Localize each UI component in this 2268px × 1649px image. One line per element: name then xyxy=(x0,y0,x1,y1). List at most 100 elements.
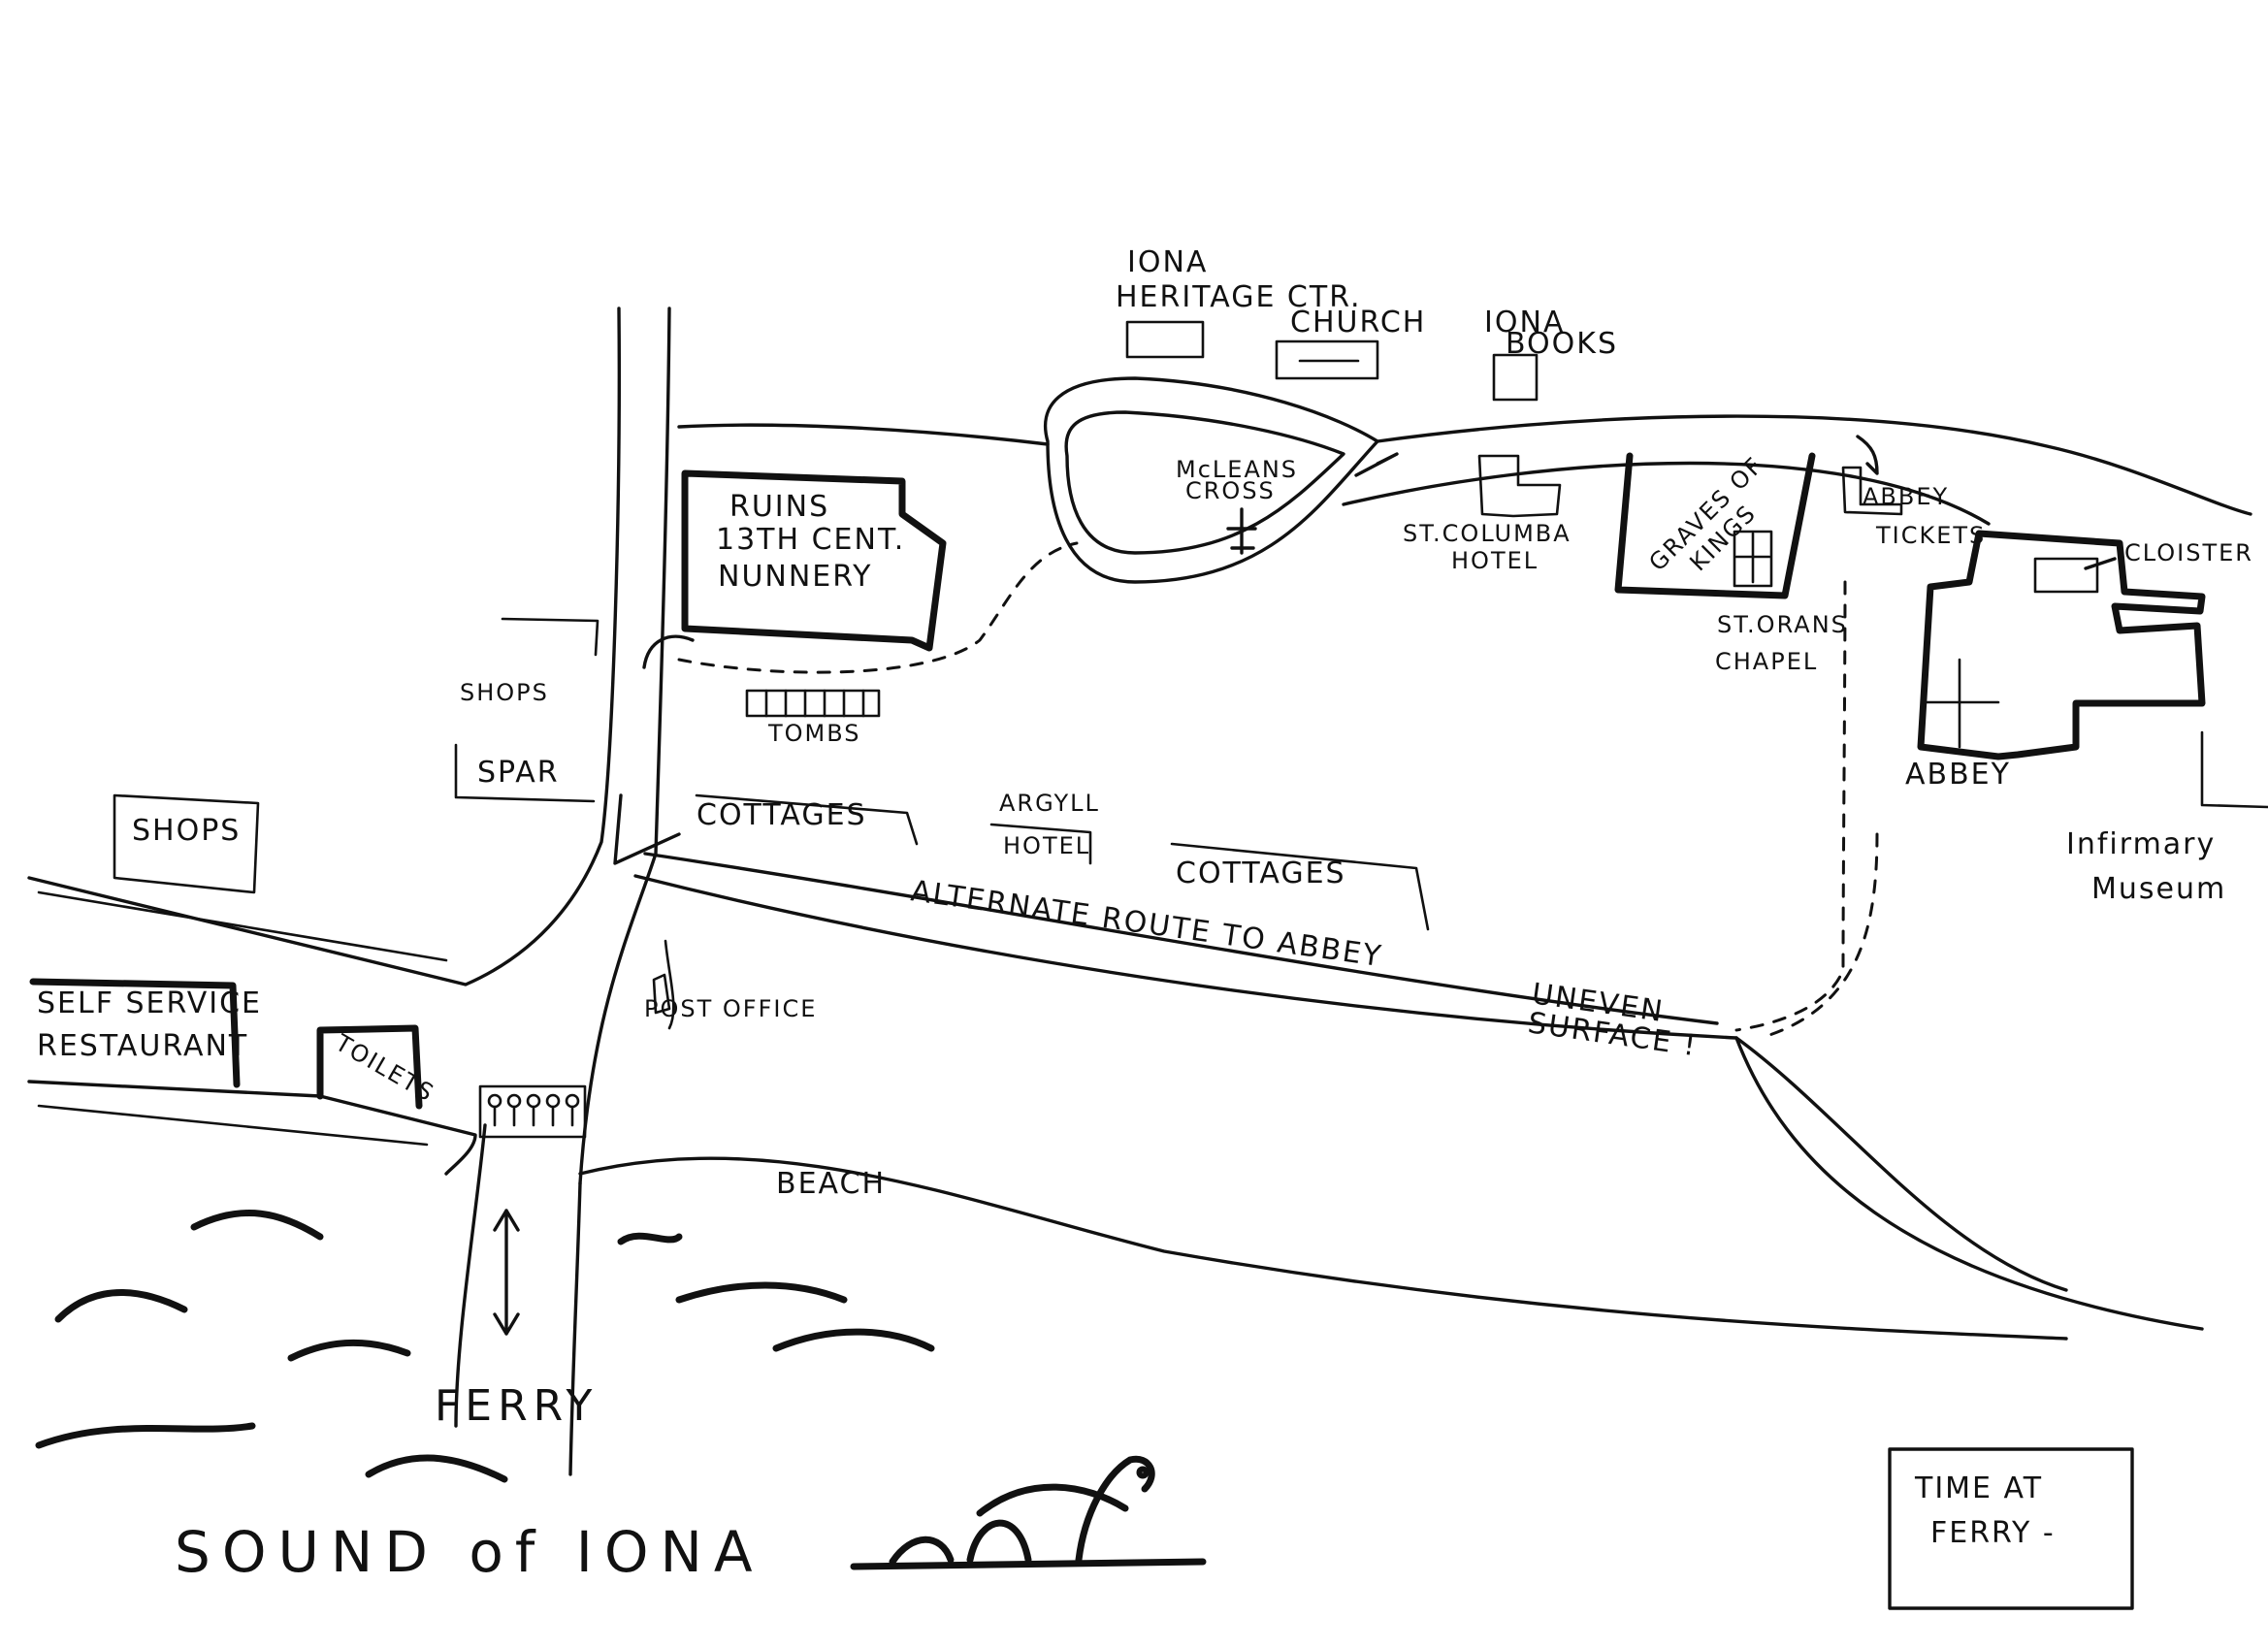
label-chapel-2: CHAPEL xyxy=(1715,648,1818,675)
nunnery-ruins xyxy=(681,469,947,652)
label-sound-of-iona: SOUND of IONA xyxy=(175,1519,764,1585)
wave-icon xyxy=(617,1232,683,1245)
cottages-east xyxy=(1170,842,1430,931)
wave-icon xyxy=(675,1281,848,1304)
wave-icon xyxy=(365,1454,508,1483)
label-cottages-1: COTTAGES xyxy=(697,798,867,832)
abbey-route-dashed-a xyxy=(1734,580,1847,1032)
label-tickets-2: TICKETS xyxy=(1875,522,1986,549)
church-building xyxy=(1275,340,1379,380)
label-restaurant-2: RESTAURANT xyxy=(37,1029,248,1063)
roundabout-outer xyxy=(1043,376,1379,584)
spar-building xyxy=(454,743,596,803)
label-nunnery-2: 13TH CENT. xyxy=(716,523,905,557)
label-abbey: ABBEY xyxy=(1905,758,2011,792)
label-cottages-2: COTTAGES xyxy=(1176,857,1346,890)
label-museum-1: Infirmary xyxy=(2066,827,2216,861)
label-argyll-1: ARGYLL xyxy=(999,790,1100,817)
abbey-route-dashed-b xyxy=(1759,832,1879,1040)
label-time-1: TIME AT xyxy=(1914,1471,2043,1505)
label-columba-2: HOTEL xyxy=(1451,547,1539,574)
jetty-east xyxy=(568,1181,582,1476)
wave-icon xyxy=(54,1289,188,1323)
label-tombs: TOMBS xyxy=(767,720,861,747)
st-orans-chapel-building xyxy=(1733,530,1773,588)
label-time-2: FERRY - xyxy=(1930,1516,2056,1550)
arrow-icon-roundabout xyxy=(1354,452,1399,477)
sea-monster-icon xyxy=(850,1455,1207,1570)
wave-icon xyxy=(287,1339,411,1362)
cottages-west xyxy=(695,793,919,846)
alt-route-north-edge xyxy=(643,852,1719,1025)
roundabout-inner xyxy=(1064,410,1345,555)
label-cross-1: McLEANS xyxy=(1176,456,1298,483)
label-spar: SPAR xyxy=(477,756,560,790)
post-office-path xyxy=(664,939,675,1030)
label-nunnery-3: NUNNERY xyxy=(718,560,873,594)
cloister-building xyxy=(2033,557,2099,594)
shops-building xyxy=(113,793,260,894)
roads xyxy=(27,307,2252,1476)
mcleans-cross-icon xyxy=(1226,507,1257,555)
post-office-building xyxy=(652,973,671,1015)
arrow-icon-junction xyxy=(613,793,681,865)
label-church: CHURCH xyxy=(1290,306,1426,340)
label-columba-1: ST.COLUMBA xyxy=(1403,520,1571,547)
books-building xyxy=(1492,353,1539,402)
jetty-west xyxy=(454,1123,487,1428)
label-post-office: POST OFFICE xyxy=(644,995,817,1022)
ferry-queue-box xyxy=(478,1084,587,1139)
labels: IONA HERITAGE CTR. CHURCH IONA BOOKS RUI… xyxy=(37,245,2253,1585)
label-heritage-1: IONA xyxy=(1127,245,1208,279)
arrow-icon xyxy=(642,634,695,669)
road-edge-west xyxy=(27,307,621,986)
walking-route-dashed xyxy=(677,541,1079,674)
label-shops-small: SHOPS xyxy=(460,679,549,706)
wave-icon xyxy=(976,1483,1129,1517)
label-toilets: TOILETS xyxy=(330,1028,439,1107)
restaurant-building xyxy=(29,978,241,1088)
buildings xyxy=(29,320,2268,1139)
arrow-icon-cloister xyxy=(2084,557,2117,570)
shops-hatch-line xyxy=(37,890,448,962)
queue-people-icon xyxy=(487,1093,580,1127)
label-beach: BEACH xyxy=(776,1167,886,1201)
tombs-dividers xyxy=(764,689,865,718)
label-restaurant-1: SELF SERVICE xyxy=(37,986,262,1020)
infirmary-museum-building xyxy=(2200,730,2268,809)
label-argyll-2: HOTEL xyxy=(1003,832,1090,859)
label-museum-2: Museum xyxy=(2091,872,2226,906)
wave-icon xyxy=(190,1210,324,1241)
promenade-edge xyxy=(27,1080,477,1176)
st-columba-hotel-building xyxy=(1477,454,1562,518)
label-books-2: BOOKS xyxy=(1506,327,1618,361)
label-cloister: CLOISTER xyxy=(2124,539,2253,566)
wave-icon xyxy=(35,1422,256,1449)
sea-waves xyxy=(35,1210,1129,1517)
label-cross-2: CROSS xyxy=(1185,477,1276,504)
label-nunnery-1: RUINS xyxy=(729,490,829,524)
road-edge-east xyxy=(578,307,671,1185)
routes xyxy=(493,435,2117,1336)
east-shore-road xyxy=(1734,1036,2204,1331)
wave-icon xyxy=(772,1328,935,1352)
label-ferry: FERRY xyxy=(435,1381,598,1431)
heritage-centre-building xyxy=(1125,320,1205,359)
beach-edge xyxy=(578,1156,2068,1341)
road-top-edge xyxy=(677,423,1050,446)
label-heritage-2: HERITAGE CTR. xyxy=(1116,280,1362,314)
label-books-1: IONA xyxy=(1484,306,1565,340)
abbey-road-south xyxy=(1342,461,1991,526)
toilets-building xyxy=(316,1024,423,1110)
tombs-row xyxy=(745,689,881,718)
abbey-road-north xyxy=(1376,414,2252,516)
label-chapel-1: ST.ORANS xyxy=(1717,611,1848,638)
argyll-hotel-building xyxy=(989,823,1092,865)
time-at-ferry-box xyxy=(1888,1447,2134,1610)
arrow-icon-tickets xyxy=(1856,435,1879,475)
label-shops: SHOPS xyxy=(132,814,241,848)
abbey-building xyxy=(1917,530,2206,760)
shops-small-building xyxy=(501,617,599,657)
alt-route-south-edge xyxy=(633,874,2068,1292)
